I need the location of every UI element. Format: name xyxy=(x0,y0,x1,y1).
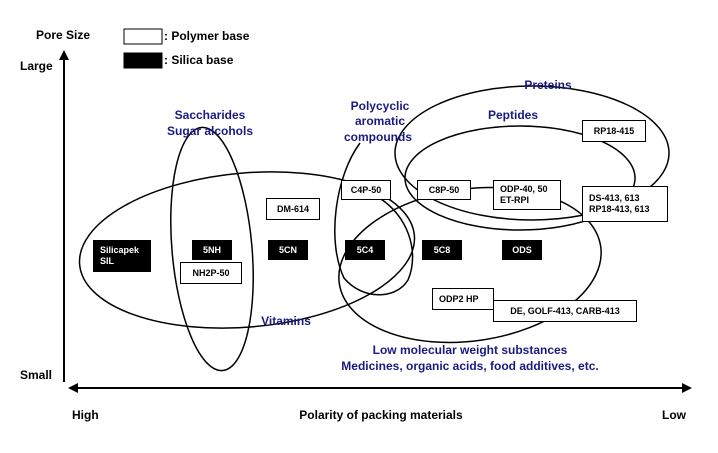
y-axis-small: Small xyxy=(20,368,52,382)
5cn-box: 5CN xyxy=(268,240,308,260)
nh2p-50-box: NH2P-50 xyxy=(180,262,242,284)
odp-40-50-box: ODP-40, 50 ET-RPI xyxy=(493,180,561,210)
peptides-ellipse xyxy=(404,125,636,231)
peptides-label: Peptides xyxy=(488,108,538,122)
silica-legend-swatch xyxy=(123,52,163,69)
saccharides-ellipse xyxy=(170,126,254,372)
vitamins-ellipse xyxy=(78,171,416,329)
saccharides-label: Saccharides xyxy=(175,108,246,122)
vitamins-label: Vitamins xyxy=(261,314,311,328)
rp18-415-box: RP18-415 xyxy=(582,120,646,142)
preteins-label: Preteins xyxy=(524,78,572,92)
x-axis-low: Low xyxy=(662,408,687,422)
polymer-legend-label: : Polymer base xyxy=(164,29,250,43)
ods-box: ODS xyxy=(502,240,542,260)
c8p-50-box: C8P-50 xyxy=(417,180,471,200)
polymer-legend-swatch xyxy=(123,28,163,45)
sugar-alcohols-label: Sugar alcohols xyxy=(167,124,253,138)
silicapek-sil-box: Silicapek SIL xyxy=(93,240,151,272)
de-golf-carb-box: DE, GOLF-413, CARB-413 xyxy=(493,300,637,322)
5c4-box: 5C4 xyxy=(345,240,385,260)
preteins-ellipse xyxy=(394,85,670,221)
polycyclic-label-3: compounds xyxy=(344,130,412,144)
low-molecular-label: Low molecular weight substances xyxy=(373,343,568,357)
odp2-hp-box: ODP2 HP xyxy=(432,288,494,310)
c4p-50-box: C4P-50 xyxy=(341,180,391,200)
silica-legend-label: : Silica base xyxy=(164,53,234,67)
polycyclic-label-1: Polycyclic xyxy=(351,99,410,113)
medicines-label: Medicines, organic acids, food additives… xyxy=(341,359,598,373)
polycyclic-label-2: aromatic xyxy=(355,114,405,128)
ds-413-613-box: DS-413, 613 RP18-413, 613 xyxy=(582,186,668,222)
5nh-box: 5NH xyxy=(192,240,232,260)
dm-614-box: DM-614 xyxy=(266,198,320,220)
y-axis-title: Pore Size xyxy=(36,28,90,42)
x-axis-title: Polarity of packing materials xyxy=(299,408,463,422)
y-axis-large: Large xyxy=(20,59,53,73)
x-axis-high: High xyxy=(72,408,99,422)
polycyclic-curve xyxy=(334,142,414,296)
5c8-box: 5C8 xyxy=(422,240,462,260)
